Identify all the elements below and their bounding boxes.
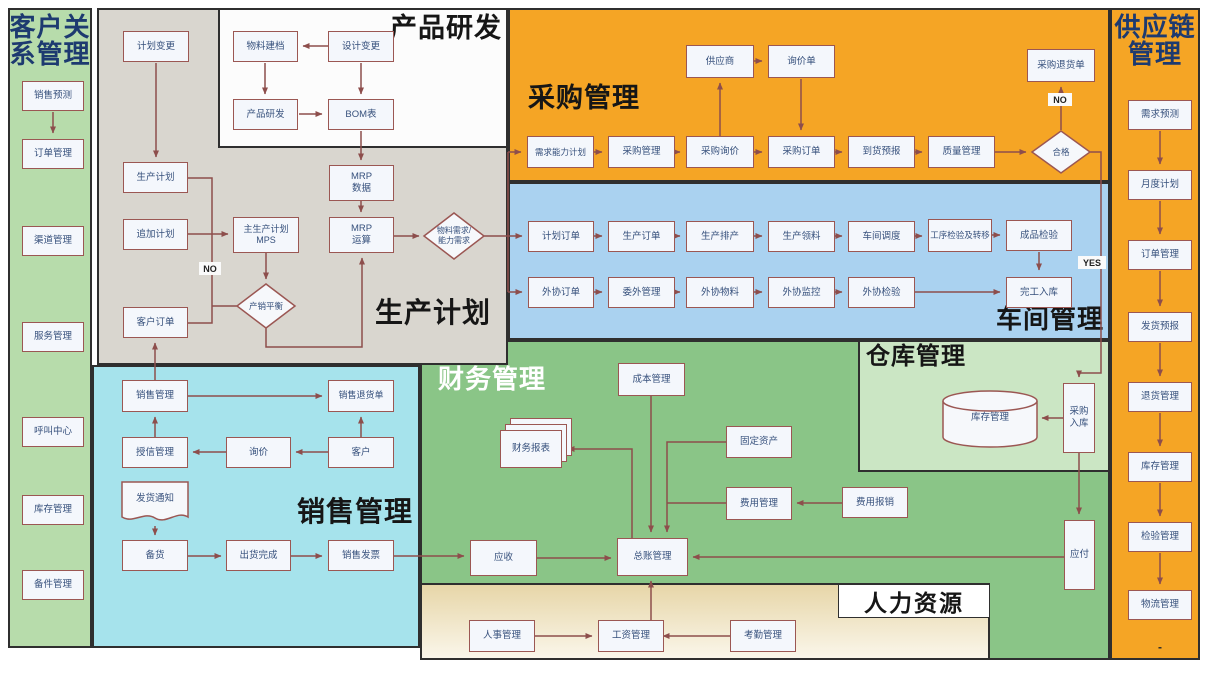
node-inspection-mgmt: 检验管理 <box>1128 522 1192 552</box>
node-customer-order: 客户订单 <box>123 307 188 338</box>
crm-sidebar-title: 客户关 系管理 <box>9 12 91 70</box>
node-purchase-inquiry: 采购询价 <box>686 136 754 168</box>
node-bom: BOM表 <box>328 99 394 130</box>
node-inquiry-form: 询价单 <box>768 45 835 78</box>
node-ship-done: 出货完成 <box>226 540 291 571</box>
region-workshop <box>508 182 1110 340</box>
sales-title: 销售管理 <box>297 496 414 527</box>
finance-title: 财务管理 <box>438 364 547 394</box>
node-sales-forecast: 销售预测 <box>22 81 84 111</box>
product-rd-title: 产品研发 <box>390 13 502 43</box>
node-spare-parts: 备件管理 <box>22 570 84 600</box>
node-channel-mgmt: 渠道管理 <box>22 226 84 256</box>
node-completion-storage: 完工入库 <box>1006 277 1072 308</box>
node-material-archive: 物料建档 <box>233 31 298 62</box>
node-customer: 客户 <box>328 437 394 468</box>
node-production-order: 生产订单 <box>608 221 675 252</box>
node-shipment-forecast: 发货预报 <box>1128 312 1192 342</box>
label-yes-qualified: YES <box>1078 256 1106 269</box>
node-sales-inquiry: 询价 <box>226 437 291 468</box>
node-scm-order-mgmt: 订单管理 <box>1128 240 1192 270</box>
node-mrp-calc: MRP 运算 <box>329 217 394 253</box>
node-additional-plan: 追加计划 <box>123 219 188 250</box>
node-personnel-mgmt: 人事管理 <box>469 620 535 652</box>
node-monthly-plan: 月度计划 <box>1128 170 1192 200</box>
node-outsourcing-inspection: 外协检验 <box>848 277 915 308</box>
node-mrp-data: MRP 数据 <box>329 165 394 201</box>
node-crm-inventory: 库存管理 <box>22 495 84 525</box>
node-process-inspection: 工序检验及转移 <box>928 219 992 252</box>
node-fixed-assets: 固定资产 <box>726 426 792 458</box>
scm-sidebar-title: 供应链 管理 <box>1114 12 1196 70</box>
node-demand-capacity: 需求能力计划 <box>527 136 594 168</box>
node-general-ledger: 总账管理 <box>617 538 688 576</box>
node-production-plan: 生产计划 <box>123 162 188 193</box>
node-purchase-return: 采购退货单 <box>1027 49 1095 82</box>
hr-title-text: 人力资源 <box>864 590 964 616</box>
node-purchase-order: 采购订单 <box>768 136 835 168</box>
node-payable: 应付 <box>1064 520 1095 590</box>
node-sales-return: 销售退货单 <box>328 380 394 412</box>
node-outsourcing-material: 外协物料 <box>686 277 754 308</box>
node-workshop-dispatch: 车间调度 <box>848 221 915 252</box>
node-product-rd: 产品研发 <box>233 99 298 130</box>
node-expense-mgmt: 费用管理 <box>726 487 792 520</box>
node-financial-reports: 财务报表 <box>500 430 562 468</box>
node-outsourcing-monitor: 外协监控 <box>768 277 835 308</box>
node-return-mgmt: 退货管理 <box>1128 382 1192 412</box>
node-planned-order: 计划订单 <box>528 221 594 252</box>
node-outsourcing-mgmt: 委外管理 <box>608 277 675 308</box>
node-purchase-mgmt: 采购管理 <box>608 136 675 168</box>
node-stock-prep: 备货 <box>122 540 188 571</box>
node-payroll-mgmt: 工资管理 <box>598 620 664 652</box>
node-plan-change: 计划变更 <box>123 31 189 62</box>
node-outsourcing-order: 外协订单 <box>528 277 594 308</box>
production-plan-title: 生产计划 <box>375 297 492 328</box>
node-purchase-in: 采购 入库 <box>1063 383 1095 453</box>
workshop-title: 车间管理 <box>996 304 1105 334</box>
node-mps: 主生产计划 MPS <box>233 217 299 253</box>
label-no-qualified: NO <box>1048 93 1072 106</box>
node-logistics-mgmt: 物流管理 <box>1128 590 1192 620</box>
node-quality-mgmt: 质量管理 <box>928 136 995 168</box>
node-finished-inspection: 成品检验 <box>1006 220 1072 251</box>
label-no-balance: NO <box>199 262 221 275</box>
node-sales-invoice: 销售发票 <box>328 540 394 571</box>
node-demand-forecast: 需求预测 <box>1128 100 1192 130</box>
hr-title: 人力资源 <box>838 584 990 618</box>
node-crm-order-mgmt: 订单管理 <box>22 139 84 169</box>
node-credit-mgmt: 授信管理 <box>122 437 188 468</box>
node-call-center: 呼叫中心 <box>22 417 84 447</box>
node-production-scheduling: 生产排产 <box>686 221 754 252</box>
node-attendance-mgmt: 考勤管理 <box>730 620 796 652</box>
node-sales-mgmt: 销售管理 <box>122 380 188 412</box>
node-receivable: 应收 <box>470 540 537 576</box>
node-expense-reimburse: 费用报销 <box>842 487 908 518</box>
node-supplier: 供应商 <box>686 45 754 78</box>
node-cost-mgmt: 成本管理 <box>618 363 685 396</box>
node-scm-inventory: 库存管理 <box>1128 452 1192 482</box>
node-design-change: 设计变更 <box>328 31 394 62</box>
warehouse-title: 仓库管理 <box>866 343 966 370</box>
node-material-requisition: 生产领料 <box>768 221 835 252</box>
node-arrival-forecast: 到货预报 <box>848 136 915 168</box>
purchasing-title: 采购管理 <box>528 83 640 113</box>
node-service-mgmt: 服务管理 <box>22 322 84 352</box>
